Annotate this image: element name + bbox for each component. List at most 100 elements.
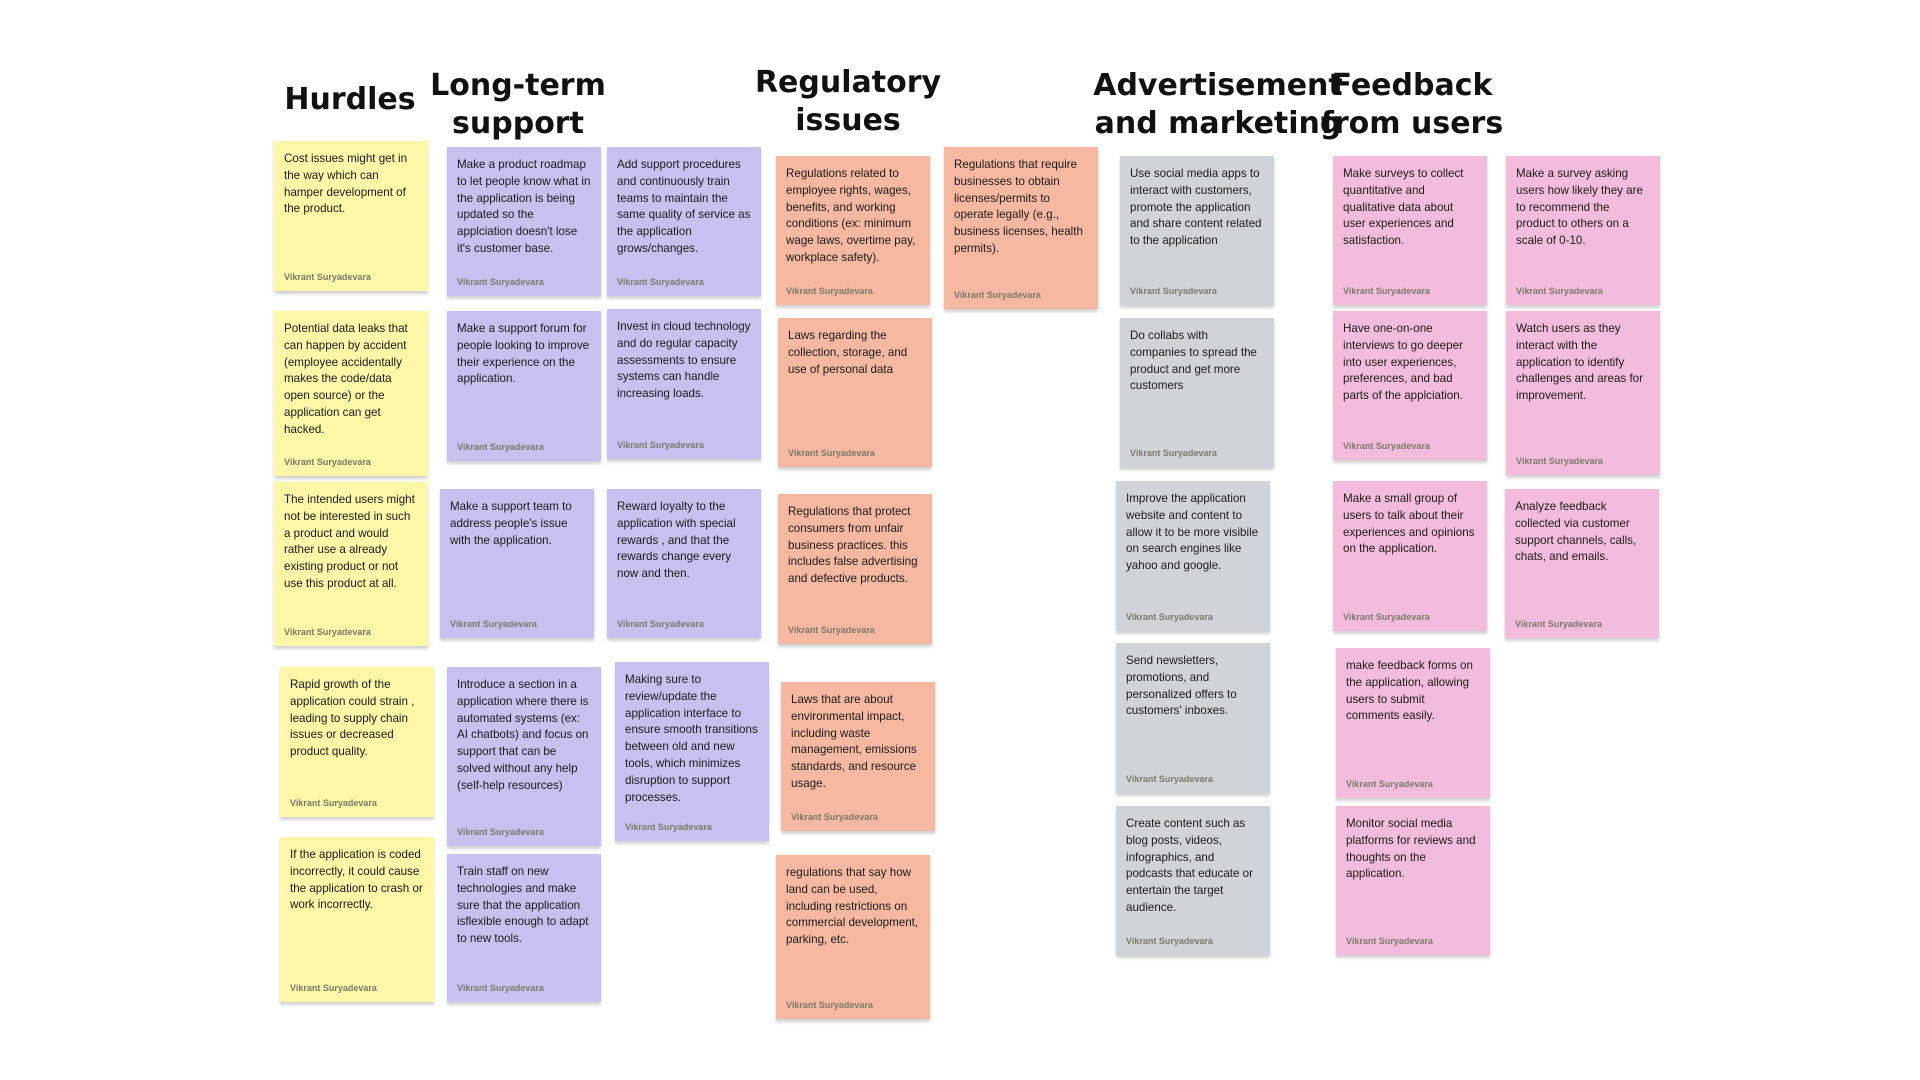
sticky-note-hurdle-user-interest[interactable]: The intended users might not be interest… xyxy=(274,482,428,646)
note-text: The intended users might not be interest… xyxy=(284,493,415,590)
sticky-note-hurdle-coding-errors[interactable]: If the application is coded incorrectly,… xyxy=(280,837,434,1002)
note-author: Vikrant Suryadevara xyxy=(1516,456,1603,466)
note-text: Laws that are about environmental impact… xyxy=(791,693,917,790)
sticky-note-support-cloud[interactable]: Invest in cloud technology and do regula… xyxy=(607,309,761,459)
note-author: Vikrant Suryadevara xyxy=(617,277,704,287)
note-author: Vikrant Suryadevara xyxy=(457,442,544,452)
sticky-note-feedback-focus-group[interactable]: Make a small group of users to talk abou… xyxy=(1333,481,1487,631)
note-text: Monitor social media platforms for revie… xyxy=(1346,817,1476,881)
sticky-note-feedback-nps-survey[interactable]: Make a survey asking users how likely th… xyxy=(1506,156,1660,305)
note-text: Make surveys to collect quantitative and… xyxy=(1343,167,1464,248)
note-author: Vikrant Suryadevara xyxy=(617,619,704,629)
note-author: Vikrant Suryadevara xyxy=(1343,612,1430,622)
sticky-note-feedback-interviews[interactable]: Have one-on-one interviews to go deeper … xyxy=(1333,311,1487,460)
heading-advertisement-marketing: Advertisement and marketing xyxy=(1093,68,1343,141)
note-author: Vikrant Suryadevara xyxy=(1126,774,1213,784)
sticky-note-feedback-forms[interactable]: make feedback forms on the application, … xyxy=(1336,648,1490,798)
note-text: Reward loyalty to the application with s… xyxy=(617,500,736,581)
note-author: Vikrant Suryadevara xyxy=(457,983,544,993)
note-author: Vikrant Suryadevara xyxy=(284,457,371,467)
note-author: Vikrant Suryadevara xyxy=(954,290,1041,300)
sticky-note-marketing-content[interactable]: Create content such as blog posts, video… xyxy=(1116,806,1270,955)
note-text: Invest in cloud technology and do regula… xyxy=(617,320,751,401)
note-text: Send newsletters, promotions, and person… xyxy=(1126,654,1237,718)
note-author: Vikrant Suryadevara xyxy=(1515,619,1602,629)
note-text: Have one-on-one interviews to go deeper … xyxy=(1343,322,1463,403)
note-text: Train staff on new technologies and make… xyxy=(457,865,589,946)
note-text: Improve the application website and cont… xyxy=(1126,492,1259,573)
note-text: Make a small group of users to talk abou… xyxy=(1343,492,1475,556)
note-author: Vikrant Suryadevara xyxy=(625,822,712,832)
sticky-note-support-interface[interactable]: Making sure to review/update the applica… xyxy=(615,662,769,841)
note-author: Vikrant Suryadevara xyxy=(1126,936,1213,946)
sticky-note-support-loyalty[interactable]: Reward loyalty to the application with s… xyxy=(607,489,761,638)
note-text: Rapid growth of the application could st… xyxy=(290,678,415,759)
sticky-note-feedback-observation[interactable]: Watch users as they interact with the ap… xyxy=(1506,311,1660,475)
sticky-note-regulatory-environment[interactable]: Laws that are about environmental impact… xyxy=(781,682,935,831)
note-text: Watch users as they interact with the ap… xyxy=(1516,322,1643,403)
note-text: Introduce a section in a application whe… xyxy=(457,678,589,792)
note-text: Cost issues might get in the way which c… xyxy=(284,152,408,216)
sticky-note-feedback-support-channels[interactable]: Analyze feedback collected via customer … xyxy=(1505,489,1659,638)
note-author: Vikrant Suryadevara xyxy=(1126,612,1213,622)
sticky-note-support-automation[interactable]: Introduce a section in a application whe… xyxy=(447,667,601,846)
note-author: Vikrant Suryadevara xyxy=(290,798,377,808)
note-text: Analyze feedback collected via customer … xyxy=(1515,500,1637,564)
sticky-note-feedback-surveys[interactable]: Make surveys to collect quantitative and… xyxy=(1333,156,1487,305)
note-author: Vikrant Suryadevara xyxy=(1343,286,1430,296)
heading-regulatory-issues: Regulatory issues xyxy=(754,65,942,138)
heading-feedback-users: Feedback from users xyxy=(1320,68,1504,141)
sticky-note-support-train-staff[interactable]: Train staff on new technologies and make… xyxy=(447,854,601,1002)
note-author: Vikrant Suryadevara xyxy=(457,277,544,287)
note-text: Laws regarding the collection, storage, … xyxy=(788,329,908,376)
sticky-note-marketing-newsletters[interactable]: Send newsletters, promotions, and person… xyxy=(1116,643,1270,793)
note-text: make feedback forms on the application, … xyxy=(1346,659,1473,723)
sticky-note-regulatory-personal-data[interactable]: Laws regarding the collection, storage, … xyxy=(778,318,932,467)
note-author: Vikrant Suryadevara xyxy=(284,627,371,637)
note-text: Make a support forum for people looking … xyxy=(457,322,590,386)
sticky-note-marketing-social-media[interactable]: Use social media apps to interact with c… xyxy=(1120,156,1274,305)
note-text: Regulations that protect consumers from … xyxy=(788,505,918,586)
note-text: regulations that say how land can be use… xyxy=(786,866,919,947)
note-text: Make a survey asking users how likely th… xyxy=(1516,167,1643,248)
note-author: Vikrant Suryadevara xyxy=(1346,936,1433,946)
sticky-note-feedback-social-monitoring[interactable]: Monitor social media platforms for revie… xyxy=(1336,806,1490,955)
sticky-note-regulatory-land-use[interactable]: regulations that say how land can be use… xyxy=(776,855,930,1019)
note-author: Vikrant Suryadevara xyxy=(788,625,875,635)
note-text: Regulations related to employee rights, … xyxy=(786,167,916,264)
note-author: Vikrant Suryadevara xyxy=(450,619,537,629)
note-text: Regulations that require businesses to o… xyxy=(954,158,1083,255)
note-author: Vikrant Suryadevara xyxy=(786,286,873,296)
note-author: Vikrant Suryadevara xyxy=(617,440,704,450)
heading-long-term-support: Long-term support xyxy=(430,68,606,141)
sticky-note-support-forum[interactable]: Make a support forum for people looking … xyxy=(447,311,601,461)
note-author: Vikrant Suryadevara xyxy=(786,1000,873,1010)
note-text: Add support procedures and continuously … xyxy=(617,158,751,255)
note-author: Vikrant Suryadevara xyxy=(788,448,875,458)
note-author: Vikrant Suryadevara xyxy=(791,812,878,822)
note-author: Vikrant Suryadevara xyxy=(457,827,544,837)
sticky-note-regulatory-employee[interactable]: Regulations related to employee rights, … xyxy=(776,156,930,305)
sticky-note-hurdle-data-leaks[interactable]: Potential data leaks that can happen by … xyxy=(274,311,428,476)
heading-hurdles: Hurdles xyxy=(284,82,416,117)
sticky-note-support-roadmap[interactable]: Make a product roadmap to let people kno… xyxy=(447,147,601,296)
sticky-note-support-team[interactable]: Make a support team to address people's … xyxy=(440,489,594,638)
note-author: Vikrant Suryadevara xyxy=(284,272,371,282)
sticky-note-regulatory-licenses[interactable]: Regulations that require businesses to o… xyxy=(944,147,1098,309)
sticky-note-marketing-seo[interactable]: Improve the application website and cont… xyxy=(1116,481,1270,631)
note-text: Use social media apps to interact with c… xyxy=(1130,167,1262,248)
sticky-note-hurdle-rapid-growth[interactable]: Rapid growth of the application could st… xyxy=(280,667,434,817)
note-text: Potential data leaks that can happen by … xyxy=(284,322,408,436)
note-text: If the application is coded incorrectly,… xyxy=(290,848,423,912)
sticky-note-hurdle-cost[interactable]: Cost issues might get in the way which c… xyxy=(274,141,428,291)
note-author: Vikrant Suryadevara xyxy=(290,983,377,993)
note-text: Making sure to review/update the applica… xyxy=(625,673,758,804)
note-text: Make a support team to address people's … xyxy=(450,500,572,547)
sticky-note-support-procedures[interactable]: Add support procedures and continuously … xyxy=(607,147,761,296)
sticky-note-regulatory-consumer[interactable]: Regulations that protect consumers from … xyxy=(778,494,932,644)
sticky-note-marketing-collabs[interactable]: Do collabs with companies to spread the … xyxy=(1120,318,1274,467)
note-author: Vikrant Suryadevara xyxy=(1343,441,1430,451)
note-author: Vikrant Suryadevara xyxy=(1346,779,1433,789)
note-text: Make a product roadmap to let people kno… xyxy=(457,158,591,255)
note-author: Vikrant Suryadevara xyxy=(1130,286,1217,296)
